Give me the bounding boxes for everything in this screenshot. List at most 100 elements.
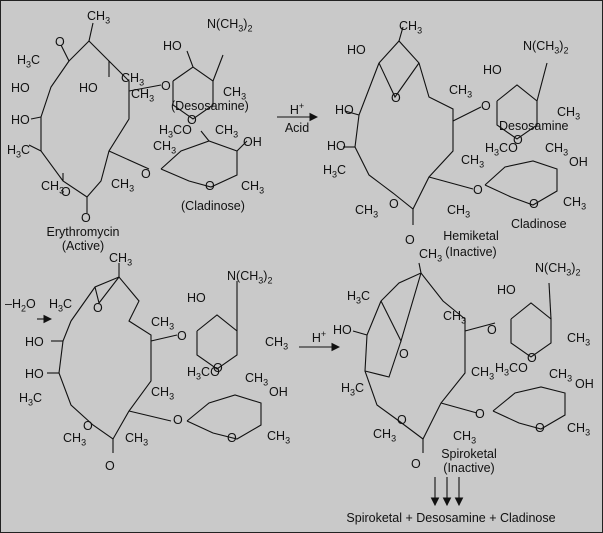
o-label: O xyxy=(529,197,539,211)
acid-arrow-bottom: Acid xyxy=(284,121,310,135)
oh-label: OH xyxy=(569,155,588,169)
h-plus-arrow-label: H+ xyxy=(311,329,327,346)
ch3-label: CH3 xyxy=(447,203,471,220)
spiroketal-state: (Inactive) xyxy=(443,461,495,475)
o-label: O xyxy=(187,113,197,127)
ho-label: HO xyxy=(25,367,44,381)
ho-label: HO xyxy=(79,81,98,95)
o-label: O xyxy=(177,329,187,343)
o-label: O xyxy=(227,431,237,445)
o-label: O xyxy=(405,233,415,247)
desosamine-label: (Desosamine) xyxy=(171,99,249,113)
nme2-label: N(CH3)2 xyxy=(535,261,581,278)
spiroketal-name: Spiroketal xyxy=(441,447,497,461)
ch3-label: CH3 xyxy=(373,427,397,444)
o-label: O xyxy=(83,419,93,433)
ch3-label: CH3 xyxy=(471,365,495,382)
nme2-label: N(CH3)2 xyxy=(207,17,253,34)
o-label: O xyxy=(397,413,407,427)
h3co-label: H3CO xyxy=(495,361,528,378)
h3c-label: H3C xyxy=(17,53,41,70)
ch3-label: CH3 xyxy=(265,335,289,352)
oh-label: OH xyxy=(269,385,288,399)
ho-label: HO xyxy=(25,335,44,349)
ch3-label: CH3 xyxy=(151,315,175,332)
ho-label: HO xyxy=(187,291,206,305)
h3co-label: H3CO xyxy=(159,123,192,140)
cladinose-label: Cladinose xyxy=(511,217,567,231)
ch3-label: CH3 xyxy=(557,105,581,122)
erythromycin-state: (Active) xyxy=(61,239,105,253)
ch3-label: CH3 xyxy=(109,251,133,268)
ch3-label: CH3 xyxy=(215,123,239,140)
h3c-label: H3C xyxy=(19,391,43,408)
o-label: O xyxy=(213,361,223,375)
o-label: O xyxy=(173,413,183,427)
ch3-label: CH3 xyxy=(545,141,569,158)
oh-label: OH xyxy=(575,377,594,391)
ch3-label: CH3 xyxy=(453,429,477,446)
ho-label: HO xyxy=(333,323,352,337)
erythromycin-structure xyxy=(28,22,248,213)
o-label: O xyxy=(527,351,537,365)
ho-label: HO xyxy=(483,63,502,77)
h3co-label: H3CO xyxy=(187,365,220,382)
o-label: O xyxy=(141,167,151,181)
h3c-label: H3C xyxy=(347,289,371,306)
o-label: O xyxy=(487,323,497,337)
ch3-label: CH3 xyxy=(87,9,111,26)
ch3-label: CH3 xyxy=(41,179,65,196)
o-label: O xyxy=(389,197,399,211)
ch3-label: CH3 xyxy=(267,429,291,446)
ho-label: HO xyxy=(347,43,366,57)
ho-label: HO xyxy=(163,39,182,53)
ch3-label: CH3 xyxy=(563,195,587,212)
o-label: O xyxy=(161,79,171,93)
ch3-label: CH3 xyxy=(131,87,155,104)
h3c-label: H3C xyxy=(323,163,347,180)
minus-h2o-label: –H2O xyxy=(5,297,36,314)
hemiketal-name: Hemiketal xyxy=(443,229,499,243)
o-label: O xyxy=(105,459,115,473)
o-label: O xyxy=(473,183,483,197)
ch3-label: CH3 xyxy=(111,177,135,194)
ch3-label: CH3 xyxy=(223,85,247,102)
o-label: O xyxy=(93,301,103,315)
h3c-label: H3C xyxy=(341,381,365,398)
ch3-label: CH3 xyxy=(443,309,467,326)
ch3-label: CH3 xyxy=(549,367,573,384)
o-label: O xyxy=(399,347,409,361)
o-label: O xyxy=(205,179,215,193)
ch3-label: CH3 xyxy=(567,331,591,348)
desosamine-label: Desosamine xyxy=(499,119,569,133)
h3c-label: H3C xyxy=(49,297,73,314)
o-label: O xyxy=(481,99,491,113)
o-label: O xyxy=(411,457,421,471)
ch3-label: CH3 xyxy=(449,83,473,100)
acid-arrow-top: H+ xyxy=(289,101,305,118)
ho-label: HO xyxy=(335,103,354,117)
hemiketal-state: (Inactive) xyxy=(445,245,497,259)
ch3-label: CH3 xyxy=(419,247,443,264)
ch3-label: CH3 xyxy=(125,431,149,448)
ch3-label: CH3 xyxy=(151,385,175,402)
ch3-label: CH3 xyxy=(63,431,87,448)
anhydro-structure xyxy=(47,263,262,453)
o-label: O xyxy=(535,421,545,435)
ch3-label: CH3 xyxy=(241,179,265,196)
ch3-label: CH3 xyxy=(245,371,269,388)
ch3-label: CH3 xyxy=(355,203,379,220)
nme2-label: N(CH3)2 xyxy=(523,39,569,56)
o-label: O xyxy=(55,35,65,49)
ch3-label: CH3 xyxy=(461,153,485,170)
ho-label: HO xyxy=(11,81,30,95)
ch3-label: CH3 xyxy=(153,139,177,156)
h3c-label: H3C xyxy=(7,143,31,160)
cladinose-label: (Cladinose) xyxy=(181,199,245,213)
nme2-label: N(CH3)2 xyxy=(227,269,273,286)
o-label: O xyxy=(81,211,91,225)
ch3-label: CH3 xyxy=(121,71,145,88)
o-label: O xyxy=(513,133,523,147)
